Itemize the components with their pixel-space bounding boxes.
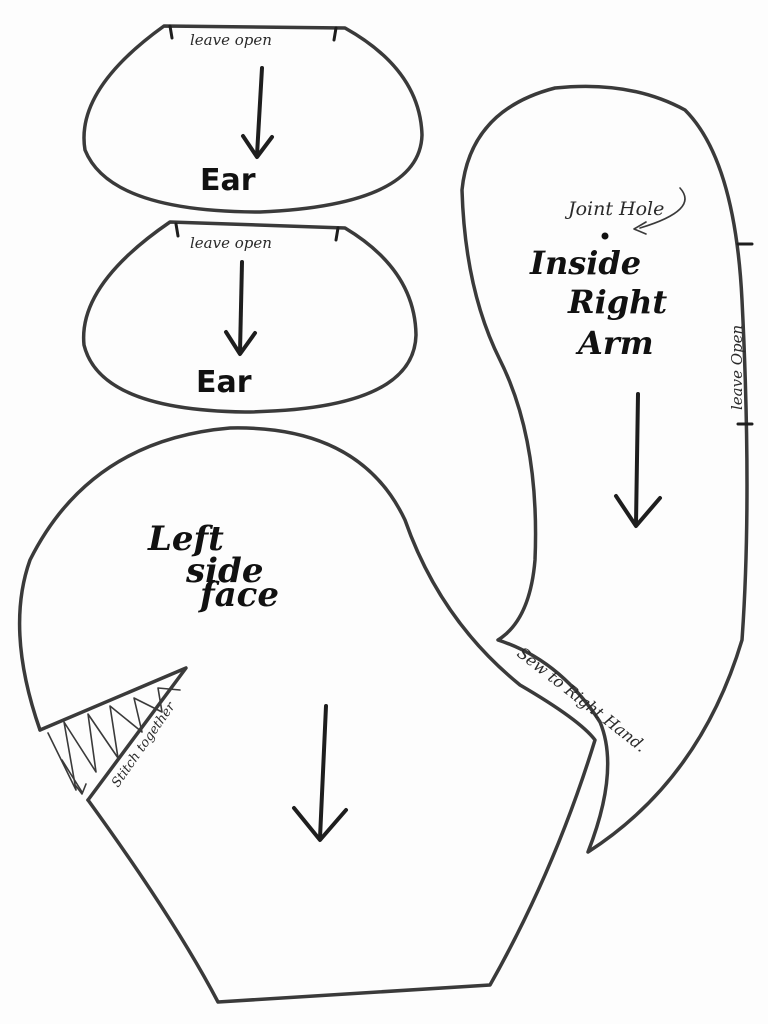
ear-piece-bottom: leave open Ear <box>81 220 418 414</box>
arm-grain-arrow <box>634 392 640 526</box>
ear-bottom-opening-note: leave open <box>190 234 272 252</box>
ear-top-grain-arrow <box>255 66 264 157</box>
ear-top-label: Ear <box>200 163 256 198</box>
ear-piece-top: leave open Ear <box>82 24 424 214</box>
ear-bottom-left-notch <box>174 222 180 238</box>
arm-label-line-1: Inside <box>529 244 641 282</box>
ear-bottom-label: Ear <box>196 365 252 400</box>
arm-outline <box>460 84 749 854</box>
face-dart-pointer <box>61 759 83 793</box>
face-label-line-1: Left <box>147 519 224 559</box>
arm-hole-pointer-head <box>633 221 647 235</box>
ear-top-outline <box>82 24 424 214</box>
arm-arrowhead <box>614 494 662 528</box>
arm-opening-note: leave Open <box>728 325 746 410</box>
face-grain-arrow <box>318 704 328 840</box>
face-arrowhead <box>292 806 348 842</box>
arm-hole-note: Joint Hole <box>564 198 664 220</box>
ear-bottom-arrowhead <box>224 330 257 356</box>
face-dart-zigzag <box>47 687 181 791</box>
arm-piece: leave Open Sew to Right Hand. Joint Hole… <box>460 84 754 854</box>
ear-top-arrowhead <box>241 134 274 159</box>
face-label-line-2: side <box>185 551 263 591</box>
arm-label-line-2: Right <box>567 283 667 321</box>
ear-bottom-right-notch <box>334 226 340 242</box>
ear-top-left-notch <box>168 24 174 40</box>
face-label-line-3: face <box>198 575 279 615</box>
face-piece: Stitch together Left side face <box>17 426 597 1004</box>
face-dart-pointer-head <box>75 783 87 795</box>
arm-seam-note: Sew to Right Hand. <box>514 643 651 756</box>
arm-hole-pointer <box>639 187 686 229</box>
ear-top-right-notch <box>332 26 338 42</box>
face-dart-edge <box>38 666 188 802</box>
ear-bottom-grain-arrow <box>238 260 244 354</box>
ear-top-opening-note: leave open <box>190 31 272 49</box>
face-outline <box>17 426 597 1004</box>
arm-joint-hole <box>601 232 609 240</box>
arm-label-line-3: Arm <box>575 324 654 362</box>
ear-bottom-outline <box>81 220 418 414</box>
